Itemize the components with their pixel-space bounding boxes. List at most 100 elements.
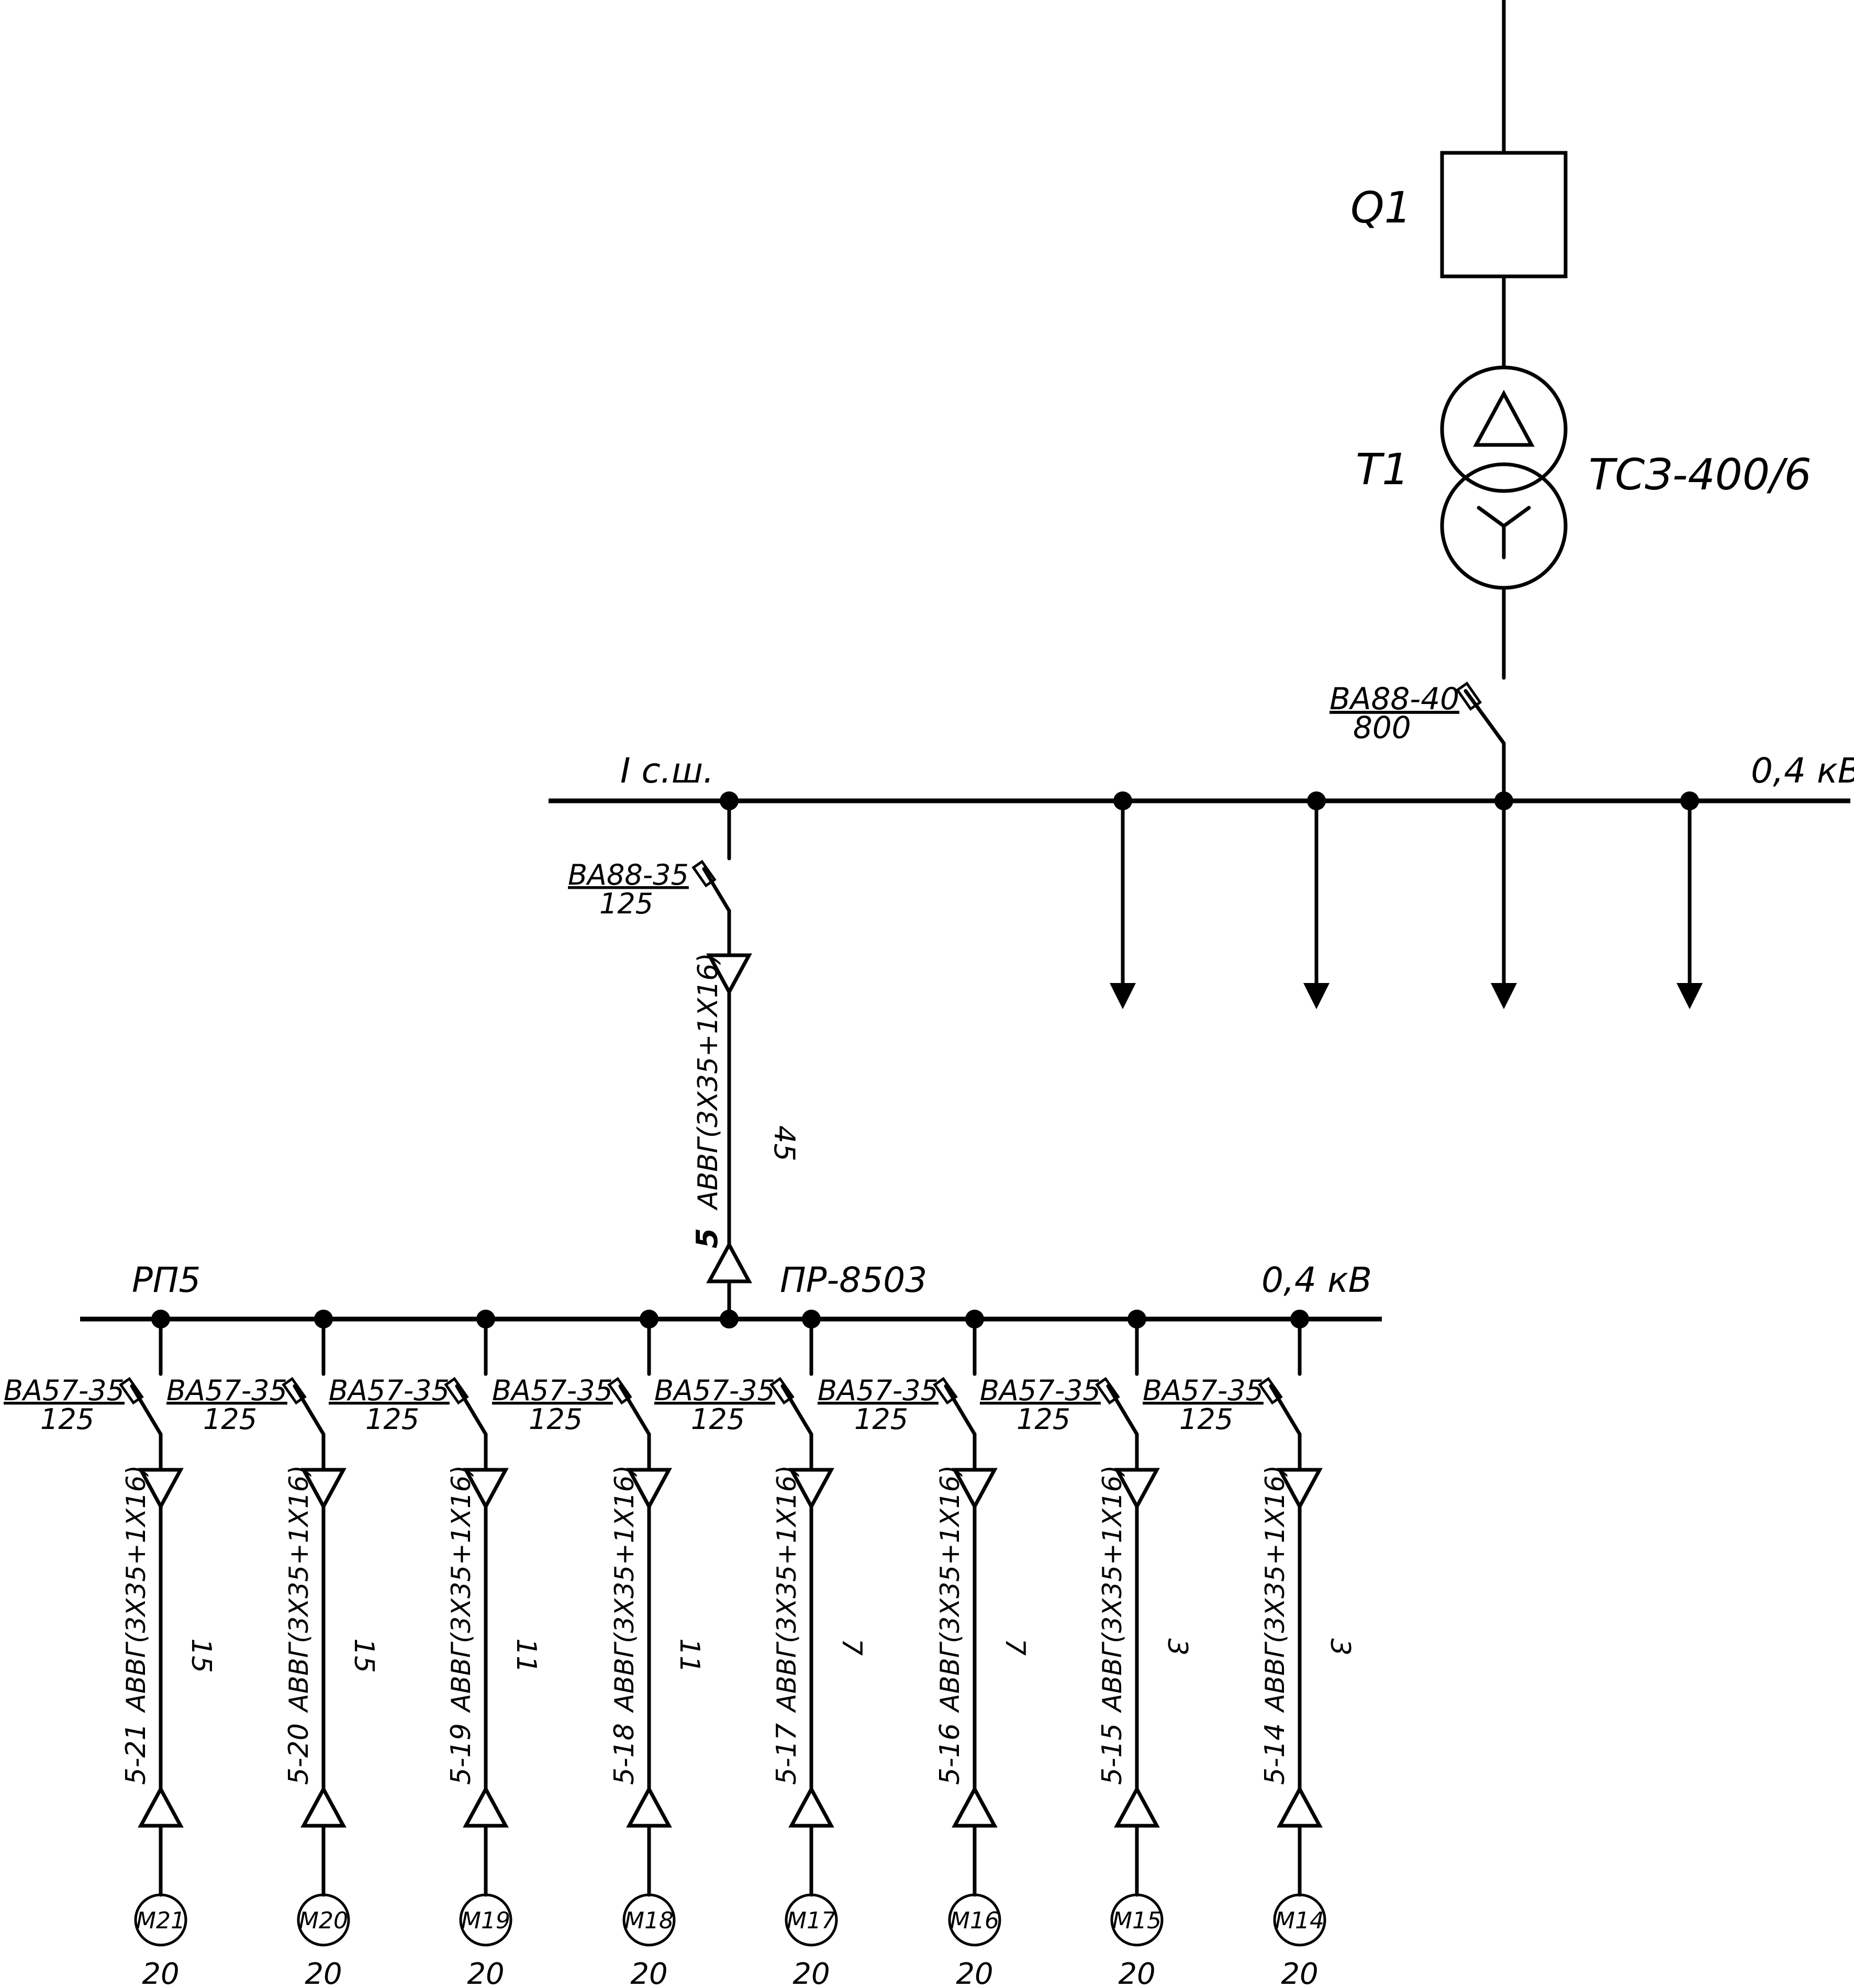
outgoing-line [1303, 799, 1330, 1009]
cable-spec: АВВГ(3Х35+1Х16) [284, 1465, 314, 1713]
cable-end-down-icon [300, 1468, 347, 1511]
feeder-breaker-symbol [691, 859, 731, 913]
cable-id: 5-16 [934, 1723, 966, 1785]
motor-power: 20 [1118, 1957, 1155, 1988]
motor-icon [1110, 1893, 1164, 1947]
feeder-cable-label: АВВГ(3Х35+1Х16) [693, 953, 724, 1211]
breaker-rating: 125 [1179, 1403, 1233, 1436]
t1-label: T1 [1356, 445, 1409, 495]
cable-length: 3 [1161, 1638, 1193, 1656]
feeder-cable: АВВГ(3Х35+1Х16) [693, 953, 724, 1211]
breaker-contact [1106, 1384, 1139, 1436]
main-breaker-symbol [1455, 682, 1506, 803]
cable-length: 3 [1324, 1638, 1356, 1656]
breaker-type: ВА57-35 [818, 1374, 939, 1407]
breaker-trip-icon [1258, 1377, 1283, 1405]
motor-icon [622, 1893, 676, 1947]
breaker-trip-icon [1095, 1377, 1120, 1405]
breaker-trip-icon [933, 1377, 958, 1405]
breaker-trip-icon [282, 1377, 307, 1405]
rp5-voltage: 0,4 кВ [1261, 1260, 1372, 1300]
cable-length: 15 [348, 1638, 379, 1673]
breaker-rating: 125 [365, 1403, 419, 1436]
breaker-contact [293, 1384, 326, 1436]
breaker-rating: 125 [854, 1403, 908, 1436]
main-bus: I с.ш. 0,4 кВ [549, 751, 1854, 1009]
cable-spec: АВВГ(3Х35+1Х16) [446, 1465, 476, 1713]
cable-spec: АВВГ(3Х35+1Х16) [1097, 1465, 1127, 1713]
cable-end-up-icon [1277, 1785, 1323, 1828]
motor-label: M18 [624, 1907, 674, 1934]
main-bus-voltage: 0,4 кВ [1751, 751, 1854, 791]
rp5-bus: РП5 ПР-8503 0,4 кВ [80, 1260, 1382, 1328]
cable-id: 5-14 [1259, 1723, 1291, 1785]
cable-end-up-icon [1114, 1785, 1160, 1828]
main-breaker-type: ВА88-40 [1330, 681, 1459, 717]
bus-node [720, 1310, 739, 1328]
cable-end-up-icon [788, 1785, 834, 1828]
rp5-label: РП5 [132, 1260, 200, 1300]
breaker-rating: 125 [40, 1403, 94, 1436]
breaker-type: ВА57-35 [4, 1374, 125, 1407]
arrow-down-icon [1303, 983, 1330, 1009]
motor-power: 20 [630, 1957, 667, 1988]
delta-winding-icon [1473, 389, 1535, 447]
breaker-type: ВА57-35 [654, 1374, 775, 1407]
feeder-length: 45 [768, 1125, 801, 1161]
cable-length: 7 [999, 1638, 1031, 1656]
cable-spec: АВВГ(3Х35+1Х16) [121, 1465, 151, 1713]
feeder-line: ВА88-35 125 5 АВВГ(3Х35+1Х16) 45 [568, 799, 801, 1321]
cable-end-down-icon [138, 1468, 184, 1511]
motor-icon [948, 1893, 1001, 1947]
breaker-type: ВА57-35 [980, 1374, 1101, 1407]
arrow-down-icon [1677, 983, 1703, 1009]
motor-label: M14 [1275, 1907, 1324, 1934]
breaker-type: ВА57-35 [166, 1374, 287, 1407]
motor-icon [785, 1893, 838, 1947]
motor-power: 20 [305, 1957, 342, 1988]
arrow-down-icon [1491, 983, 1517, 1009]
cable-end-down-icon [463, 1468, 509, 1511]
motor-icon [459, 1893, 512, 1947]
q1-switch-symbol [1440, 151, 1568, 278]
cable-end-down-icon [1114, 1468, 1160, 1511]
cable-spec: АВВГ(3Х35+1Х16) [772, 1465, 802, 1713]
cable-spec: АВВГ(3Х35+1Х16) [609, 1465, 640, 1713]
breaker-type: ВА57-35 [1143, 1374, 1264, 1407]
motor-lines: ВА57-351255-21АВВГ(3Х35+1Х16)15M2120ВА57… [4, 1310, 1356, 1988]
breaker-contact [455, 1384, 488, 1436]
motor-power: 20 [467, 1957, 504, 1988]
motor-power: 20 [956, 1957, 993, 1988]
feeder-cable-number-label: 5 [690, 1228, 724, 1248]
feeder-cable-number: 5 [690, 1228, 724, 1248]
motor-label: M17 [787, 1907, 836, 1934]
motor-icon [297, 1893, 350, 1947]
breaker-contact [944, 1384, 977, 1436]
star-winding-icon [1477, 506, 1531, 560]
cable-end-up-icon [138, 1785, 184, 1828]
motor-icon [1273, 1893, 1326, 1947]
breaker-trip-icon [444, 1377, 469, 1405]
cable-length: 15 [185, 1638, 217, 1673]
cable-id: 5-17 [771, 1723, 802, 1785]
motor-icon [134, 1893, 187, 1947]
feeder-breaker-type: ВА88-35 [568, 858, 689, 891]
main-breaker-rating: 800 [1353, 710, 1411, 745]
breaker-contact [618, 1384, 651, 1436]
breaker-rating: 125 [203, 1403, 257, 1436]
motor-label: M19 [461, 1907, 510, 1934]
breaker-contact [130, 1384, 163, 1436]
breaker-contact [1269, 1384, 1302, 1436]
cable-end-down-icon [1277, 1468, 1323, 1511]
motor-power: 20 [792, 1957, 830, 1988]
transformer-type: ТСЗ-400/6 [1589, 450, 1812, 500]
cable-end-down-icon [788, 1468, 834, 1511]
